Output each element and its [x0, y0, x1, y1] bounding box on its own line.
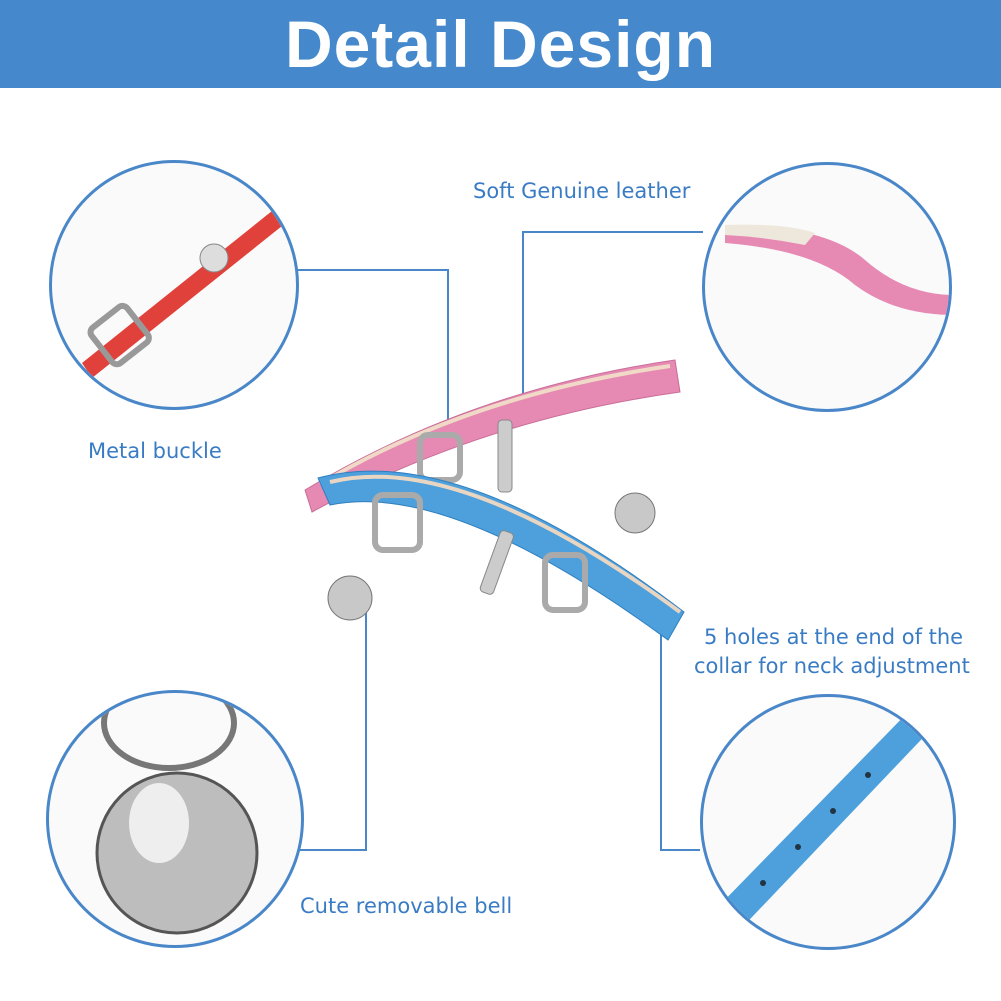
leather-detail-circle	[702, 162, 952, 412]
soft-leather-label: Soft Genuine leather	[473, 179, 691, 203]
bell-detail-circle	[46, 690, 304, 948]
blue-collar-holes-image	[713, 707, 938, 937]
metal-buckle-detail-circle	[49, 160, 299, 410]
blue-collar	[317, 470, 685, 641]
red-collar-buckle-image	[82, 203, 292, 378]
holes-detail-circle	[700, 694, 956, 950]
page-title: Detail Design	[284, 7, 717, 81]
bell-label: Cute removable bell	[300, 894, 513, 918]
bell-image	[95, 693, 259, 935]
metal-buckle-label: Metal buckle	[88, 439, 222, 463]
pink-leather-image	[725, 224, 949, 315]
holes-label-line1: 5 holes at the end of the	[704, 625, 964, 649]
header-banner: Detail Design	[0, 0, 1001, 88]
holes-label-line2: collar for neck adjustment	[694, 654, 970, 678]
